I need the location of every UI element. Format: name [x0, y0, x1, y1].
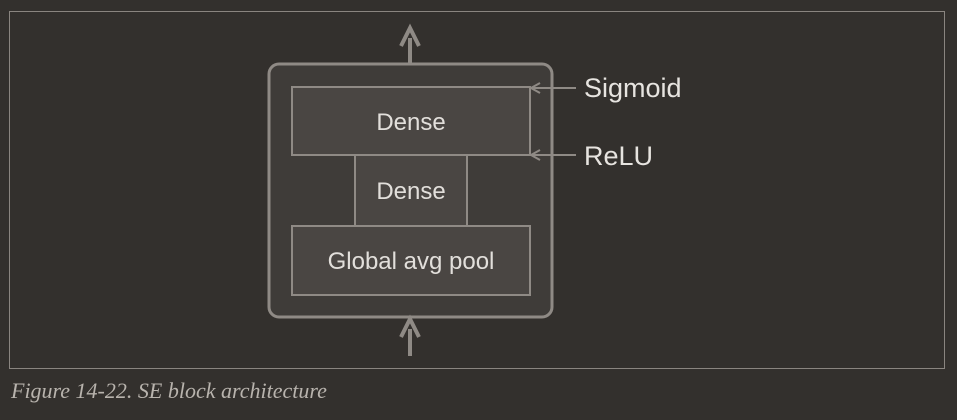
- global-avg-pool-box: [291, 225, 531, 296]
- input-arrow: [399, 314, 421, 356]
- middle-dense-label: Dense: [376, 178, 445, 205]
- relu-label: ReLU: [584, 141, 653, 171]
- global-avg-pool-label: Global avg pool: [328, 248, 495, 275]
- sigmoid-label: Sigmoid: [584, 73, 682, 103]
- figure-frame: [9, 11, 945, 369]
- output-arrow: [399, 23, 421, 64]
- figure-caption: Figure 14-22. SE block architecture: [11, 378, 327, 403]
- sigmoid-pointer-arrow: [528, 82, 576, 94]
- top-dense-label: Dense: [376, 109, 445, 136]
- dense-relu-box: [354, 154, 468, 227]
- dense-sigmoid-box: [291, 86, 531, 156]
- se-block-diagram: Dense Dense Global avg pool Sigmoid ReLU: [267, 23, 682, 356]
- relu-pointer-arrow: [528, 149, 576, 161]
